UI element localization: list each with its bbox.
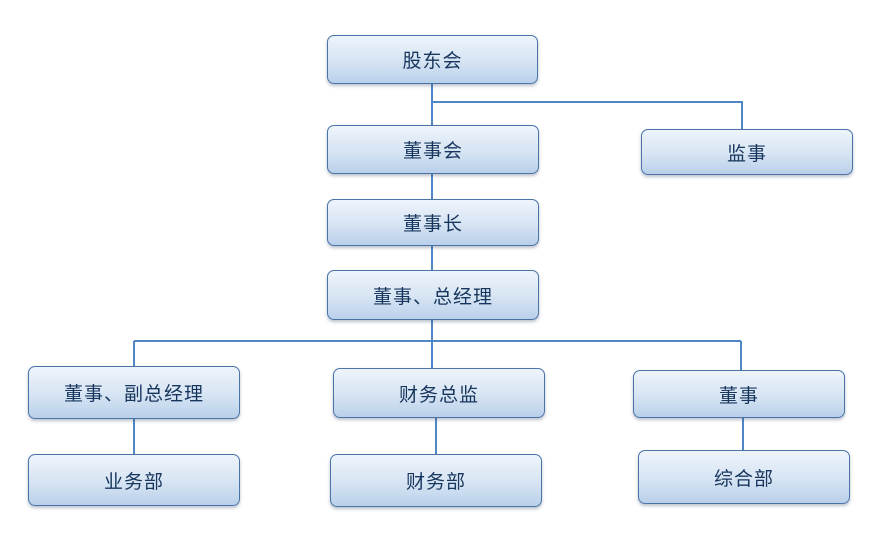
node-gudonghui: 股东会: [327, 35, 538, 84]
node-label: 董事长: [402, 213, 463, 235]
node-dongshizhang: 董事长: [327, 199, 539, 246]
node-jianshi: 监事: [641, 129, 853, 175]
node-label: 监事: [726, 142, 767, 165]
line-to-jianshi: [432, 101, 743, 129]
node-label: 董事: [718, 384, 759, 407]
node-zonghebu: 综合部: [638, 450, 850, 504]
node-label: 股东会: [402, 50, 463, 72]
node-zongjingli: 董事、总经理: [327, 270, 539, 320]
node-label: 综合部: [713, 467, 774, 490]
node-label: 董事会: [402, 140, 463, 162]
node-label: 财务总监: [398, 383, 479, 406]
node-label: 董事、总经理: [372, 285, 493, 308]
node-dongshi: 董事: [633, 370, 845, 418]
node-label: 财务部: [405, 471, 466, 493]
node-caiwuzongjian: 财务总监: [333, 368, 545, 418]
node-caiwubu: 财务部: [330, 454, 542, 507]
node-dongshihui: 董事会: [327, 125, 539, 174]
node-label: 董事、副总经理: [63, 383, 204, 405]
node-label: 业务部: [103, 470, 164, 493]
node-fuzong: 董事、副总经理: [28, 366, 240, 419]
node-yewubu: 业务部: [28, 454, 240, 506]
